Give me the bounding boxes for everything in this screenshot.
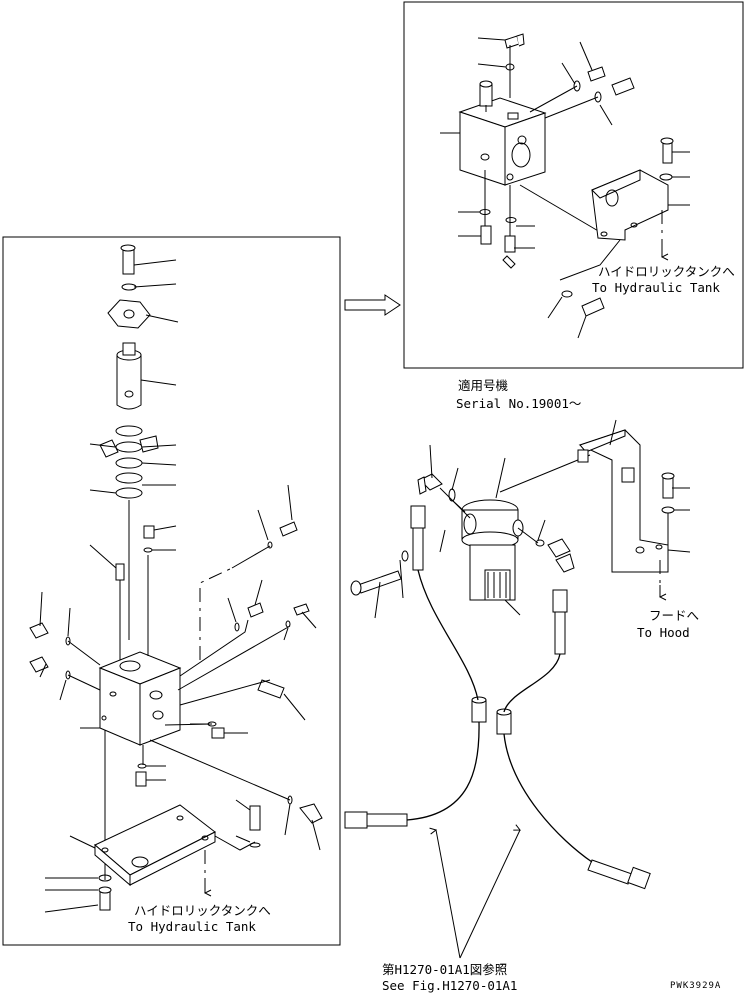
right-bracket: [577, 429, 675, 597]
drawing-code: PWK3929A: [670, 981, 721, 991]
inset-tank-label-jp: ハイドロリックタンクへ: [598, 264, 735, 279]
inset-frame: [403, 1, 744, 369]
right-fittings: [344, 473, 651, 890]
inset-bracket: [559, 169, 669, 281]
left-tank-label-en: To Hydraulic Tank: [128, 919, 256, 934]
filter-assembly: [99, 244, 159, 640]
inset-fittings: [479, 33, 674, 317]
left-tank-label-jp: ハイドロリックタンクへ: [134, 903, 271, 918]
reference-label-en: See Fig.H1270-01A1: [382, 978, 517, 993]
right-hoses: [406, 454, 593, 863]
inset-tank-label-en: To Hydraulic Tank: [592, 280, 720, 295]
serial-label-en: Serial No.19001～: [456, 396, 581, 411]
right-filter: [461, 499, 524, 601]
hood-label-en: To Hood: [637, 625, 690, 640]
hood-label-jp: フードへ: [649, 608, 699, 623]
reference-arrows: [436, 830, 520, 959]
inset-leaders: [440, 37, 690, 339]
left-valve-block: [98, 525, 182, 746]
left-panel-frame: [2, 236, 341, 946]
left-leaders: [39, 259, 321, 913]
right-leaders: [374, 419, 691, 619]
left-tank-plate: [94, 804, 256, 893]
serial-label-jp: 適用号機: [458, 378, 509, 393]
inset-valve-block: [458, 80, 547, 186]
arrow-to-inset: [344, 294, 401, 316]
reference-label-jp: 第H1270-01A1図参照: [382, 962, 507, 977]
